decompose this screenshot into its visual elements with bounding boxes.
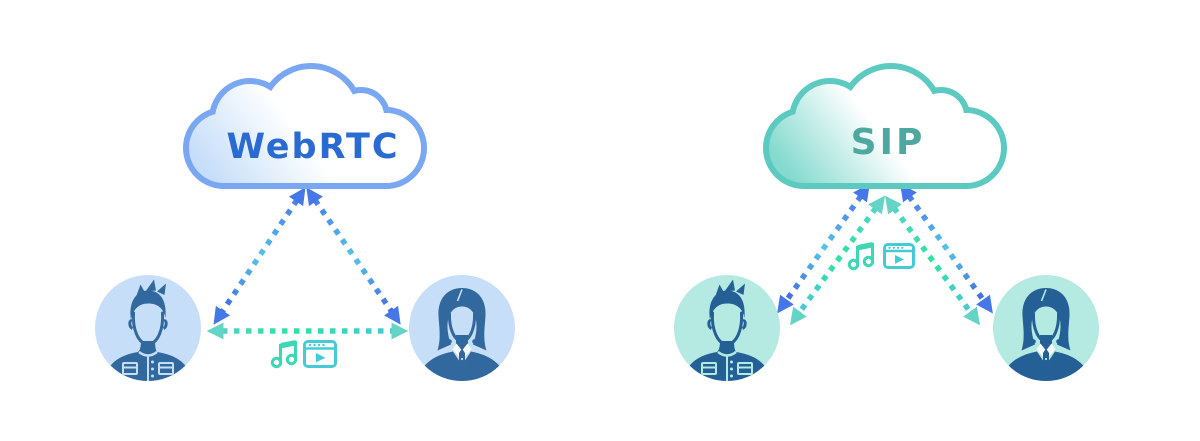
music-note-icon: [270, 340, 298, 369]
sip-signaling-arrow-left: [777, 183, 870, 314]
female-user-silhouette: [418, 288, 506, 381]
sip-media-arrow-left: [789, 195, 886, 326]
webrtc-signaling-arrow-right: [306, 187, 401, 325]
sip-cloud-label: SIP: [851, 122, 926, 163]
cloud-body: [189, 69, 421, 183]
sip-media-arrow-right: [884, 195, 981, 326]
female-user-silhouette: [1002, 288, 1090, 381]
music-note-icon: [847, 242, 875, 271]
webrtc-cloud-label: WebRTC: [226, 127, 399, 167]
sip-cloud: SIP: [763, 63, 1007, 189]
avatar-circle: [674, 275, 780, 381]
avatar-circle: [409, 275, 515, 381]
webrtc-user-male-avatar: [95, 275, 201, 381]
avatar-circle: [993, 275, 1099, 381]
webrtc-signaling-arrow-left: [213, 187, 306, 325]
male-user-silhouette: [683, 279, 771, 381]
male-user-silhouette: [104, 279, 192, 381]
webrtc-user-female-avatar: [409, 275, 515, 381]
cloud-body: [769, 69, 1001, 183]
sip-user-female-avatar: [993, 275, 1099, 381]
avatar-circle: [95, 275, 201, 381]
sip-signaling-arrow-right: [900, 183, 993, 314]
webrtc-cloud: WebRTC: [183, 63, 427, 189]
video-player-icon: [883, 243, 915, 269]
video-player-icon: [303, 340, 337, 368]
sip-user-male-avatar: [674, 275, 780, 381]
